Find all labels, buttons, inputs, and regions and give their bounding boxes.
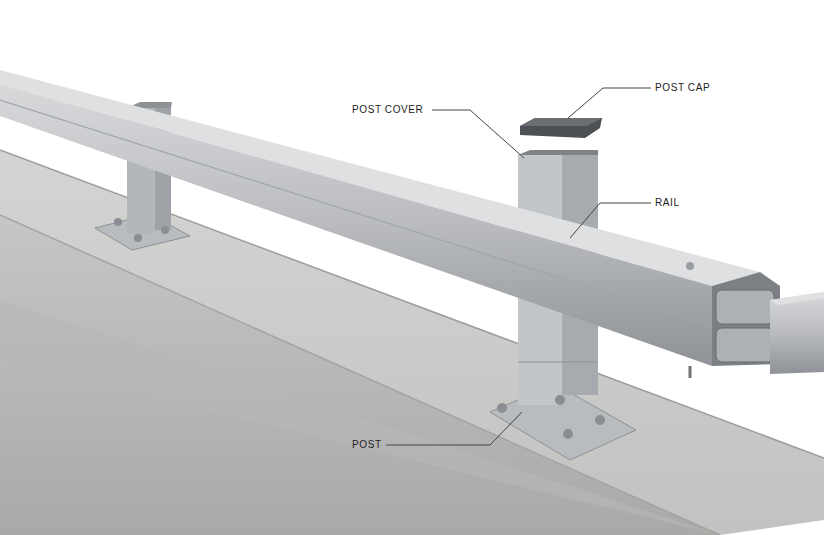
post-cap — [520, 118, 602, 126]
rail-crease — [0, 100, 712, 326]
part-label: POST — [352, 439, 382, 451]
rail-profile — [716, 290, 774, 324]
bolt — [497, 403, 507, 413]
rail-top — [0, 70, 760, 286]
bolt — [563, 429, 573, 439]
bolt — [555, 395, 565, 405]
bolt — [134, 234, 142, 242]
part-label: POST CAP — [655, 82, 710, 94]
rail-next — [770, 292, 824, 374]
leader-line — [432, 110, 524, 158]
post-opening — [518, 150, 598, 155]
bolt — [686, 262, 694, 270]
leader-line — [386, 412, 522, 445]
rail-profile — [716, 328, 774, 362]
rail-front — [0, 84, 712, 366]
bolt — [161, 226, 169, 234]
part-label: RAIL — [655, 197, 680, 209]
post-cap — [520, 118, 602, 138]
bolt — [595, 415, 605, 425]
leader-line — [568, 88, 651, 118]
rail-next — [770, 292, 824, 305]
bolt — [114, 218, 122, 226]
part-label: POST COVER — [352, 104, 423, 116]
post-joint — [518, 362, 598, 363]
bolt — [689, 366, 692, 378]
rail-end — [712, 272, 780, 366]
leader-line — [570, 203, 651, 238]
